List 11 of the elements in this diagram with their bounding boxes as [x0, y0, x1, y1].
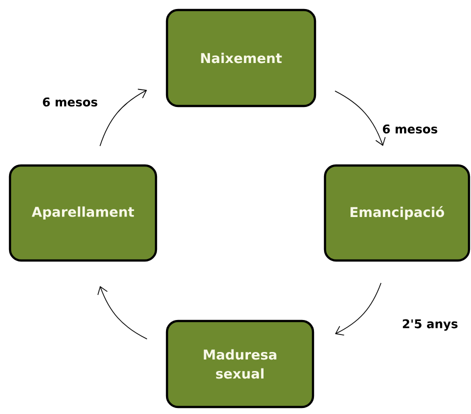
stage-box: Naixement — [166, 8, 316, 108]
arrow — [334, 90, 386, 146]
edge-label: 6 mesos — [41, 96, 99, 108]
stage-box: Maduresa sexual — [166, 320, 314, 408]
stage-box: Aparellament — [8, 164, 158, 262]
edge-label: 2'5 anys — [400, 318, 460, 332]
arrow — [100, 88, 147, 146]
arrow — [97, 286, 148, 340]
arrow — [335, 282, 382, 336]
stage-box: Emancipació — [324, 164, 470, 262]
edge-label: 6 mesos — [381, 123, 439, 135]
